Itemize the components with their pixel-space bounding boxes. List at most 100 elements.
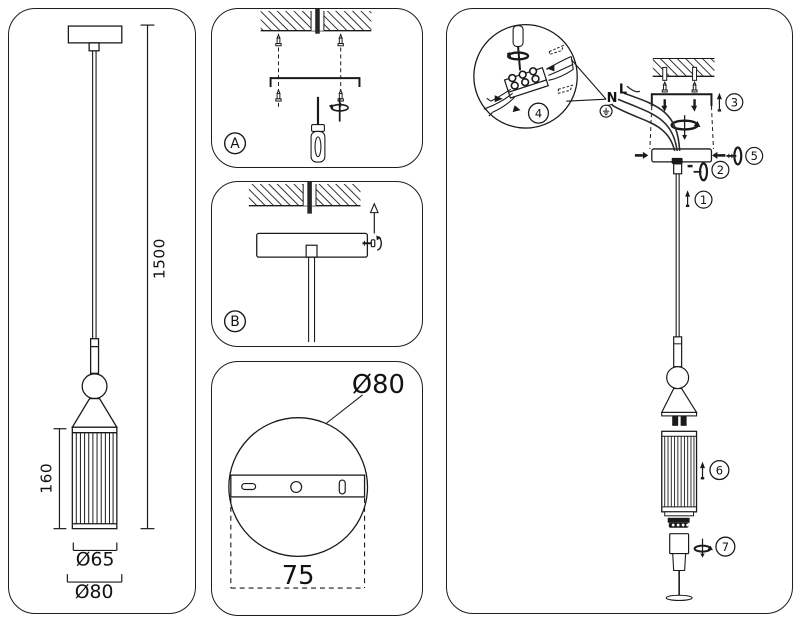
cone-detail <box>71 397 118 428</box>
diameter-leader-line <box>325 394 363 425</box>
stem-tube <box>673 336 683 368</box>
screwdriver-icon <box>310 96 326 163</box>
live-wire-label: L <box>619 82 627 97</box>
step-2-number: 2 <box>717 163 724 177</box>
step-b-drawing: B <box>223 182 382 343</box>
dim-canopy-diameter: Ø80 <box>75 582 114 603</box>
retaining-ring <box>667 517 690 528</box>
assembly-panel: 4 <box>446 8 793 614</box>
step-4-number: 4 <box>535 106 542 120</box>
bracket-bar <box>230 474 366 498</box>
up-arrow-icon <box>700 461 706 480</box>
ceiling-hatch <box>260 9 372 34</box>
mains-wires <box>606 85 681 152</box>
ribbed-shade <box>71 426 118 530</box>
step-6-badge: 6 <box>709 459 730 481</box>
step-b-badge: B <box>223 310 247 333</box>
mounting-bracket <box>269 77 361 88</box>
cone-detail <box>660 387 698 414</box>
push-arrow-icon <box>512 105 521 113</box>
screw-spinner-icon <box>726 146 743 166</box>
screw-down-arrow-icon <box>661 99 698 112</box>
dim-shade-height-lines <box>53 428 67 530</box>
dim-shade-diameter-lines <box>72 542 118 552</box>
top-view-hole-spacing: 75 <box>282 561 315 591</box>
mains-cable <box>307 182 312 214</box>
slot-hole-left <box>241 482 257 491</box>
slot-hole-right <box>338 479 346 495</box>
ground-symbol-icon <box>599 104 613 118</box>
anchor-sleeve <box>662 66 668 81</box>
step-1-number: 1 <box>700 193 707 207</box>
dimension-drawing: 160 1500 Ø65 Ø80 <box>38 24 168 603</box>
ribbed-shade <box>661 430 698 517</box>
step-3-number: 3 <box>731 95 738 109</box>
step-a-drawing: A <box>223 9 372 163</box>
dim-canopy-diameter-lines <box>66 574 123 583</box>
ghost-arrow-icon <box>548 44 574 94</box>
step-7-number: 7 <box>722 540 729 554</box>
sphere-detail <box>81 373 108 400</box>
canopy-top-view-panel: Ø80 75 <box>211 361 423 616</box>
sphere-detail <box>666 366 690 390</box>
up-arrow-icon <box>716 92 722 112</box>
step-4-badge: 4 <box>527 102 550 124</box>
dim-cable-length-lines <box>140 24 155 530</box>
suspension-cable <box>675 173 680 337</box>
lamp-socket <box>672 415 687 426</box>
step-b-label: B <box>230 314 240 330</box>
screw-icon <box>275 33 344 102</box>
cord-lock <box>673 163 683 175</box>
canopy-top-view-drawing: Ø80 75 <box>228 370 405 591</box>
dim-cable-length: 1500 <box>150 238 168 279</box>
canopy-outline <box>67 25 123 44</box>
push-arrow-icon <box>546 64 555 72</box>
hole-spacing-lines <box>230 497 366 589</box>
step-a-panel: A <box>211 8 423 168</box>
dim-shade-diameter: Ø65 <box>76 549 115 570</box>
up-arrow-icon <box>685 190 691 208</box>
cable-gland <box>671 157 683 164</box>
dim-shade-height: 160 <box>38 463 56 494</box>
terminal-block-icon <box>503 66 549 99</box>
rotate-spinner-icon <box>693 538 713 558</box>
screw-rotation-icon <box>328 97 349 122</box>
canopy-assembly <box>256 232 369 343</box>
mounting-bracket <box>650 93 713 107</box>
side-screw-icon <box>362 235 382 251</box>
drill-guide-lines <box>277 33 342 110</box>
wiring-detail-bubble: 4 <box>473 24 607 129</box>
ceiling-hatch <box>248 182 361 214</box>
top-view-diameter: Ø80 <box>352 370 405 400</box>
step-b-panel: B <box>211 181 423 347</box>
stem-tube <box>89 338 100 374</box>
neutral-wire-label: N <box>607 91 618 106</box>
mains-cable <box>315 9 320 34</box>
step-a-label: A <box>230 136 240 152</box>
assembly-drawing: 4 <box>473 24 764 601</box>
step-3-badge: 3 <box>725 93 744 112</box>
anchor-sleeve <box>692 66 698 81</box>
wire-ends-left <box>483 88 515 117</box>
dimension-panel: 160 1500 Ø65 Ø80 <box>8 8 196 614</box>
screw-spinner-icon <box>693 162 709 182</box>
screw-icon <box>661 80 698 93</box>
step-a-badge: A <box>223 132 247 155</box>
rotate-spinner-icon <box>670 115 701 140</box>
side-screw-arrow-icon <box>634 151 726 159</box>
center-hole <box>290 480 303 494</box>
push-arrow-icon <box>494 95 503 103</box>
bulb-icon <box>665 533 693 601</box>
step-5-badge: 5 <box>745 146 764 165</box>
step-1-badge: 1 <box>694 190 713 209</box>
cone-base <box>661 411 698 417</box>
cable-gland-outline <box>88 42 100 52</box>
step-5-number: 5 <box>751 149 758 163</box>
tick-mark <box>687 164 693 168</box>
canopy-circle <box>228 417 369 557</box>
suspension-cable <box>92 50 97 339</box>
ceiling-hatch <box>652 57 715 81</box>
step-6-number: 6 <box>716 463 723 477</box>
step-2-badge: 2 <box>711 160 730 179</box>
